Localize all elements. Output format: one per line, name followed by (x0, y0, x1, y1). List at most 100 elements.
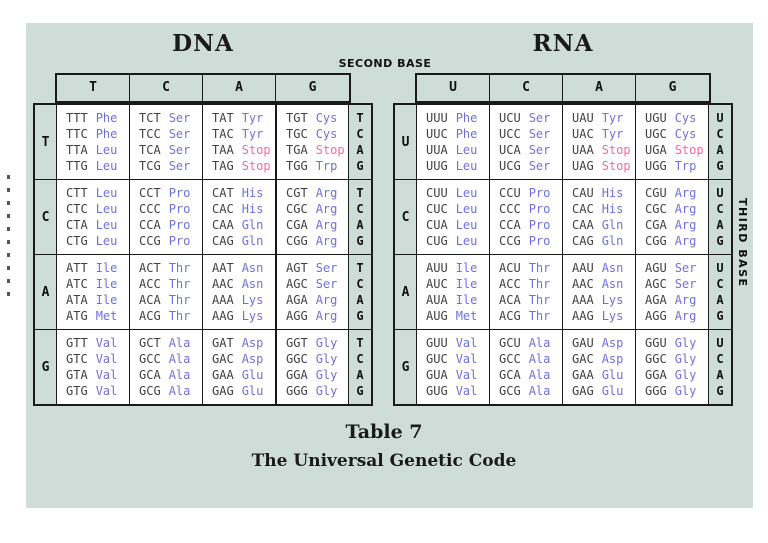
codon-triplet: GAG (212, 384, 234, 398)
amino-acid-label: Ile (455, 261, 478, 275)
codon-triplet: UUU (426, 111, 448, 125)
amino-acid-label: Val (95, 352, 118, 366)
codon-triplet: AUA (426, 293, 448, 307)
amino-acid-label: Thr (528, 277, 551, 291)
codon-triplet: GGG (645, 384, 667, 398)
codon-triplet: CAA (572, 218, 594, 232)
third-base-letter: C (716, 202, 724, 216)
codon-triplet: UCC (499, 127, 521, 141)
amino-acid-label: Gln (601, 218, 624, 232)
amino-acid-label: Asp (601, 336, 624, 350)
codon-triplet: CAG (212, 234, 234, 248)
amino-acid-label: Glu (241, 384, 264, 398)
amino-acid-label: Stop (315, 143, 345, 157)
amino-acid-label: Arg (674, 186, 697, 200)
amino-acid-label: Ser (674, 277, 697, 291)
second-base-label: SECOND BASE (338, 57, 432, 70)
codon-triplet: ACT (139, 261, 161, 275)
codon-line: GAU Asp (572, 335, 635, 351)
codon-triplet: TGG (286, 159, 308, 173)
amino-acid-label: Leu (95, 186, 118, 200)
third-base-letter: T (356, 186, 364, 200)
codon-triplet: CAC (572, 202, 594, 216)
codon-triplet: TTT (66, 111, 88, 125)
amino-acid-label: Gly (315, 368, 338, 382)
codon-triplet: CCC (139, 202, 161, 216)
amino-acid-label: His (241, 202, 264, 216)
codon-triplet: CCG (499, 234, 521, 248)
amino-acid-label: Leu (95, 159, 118, 173)
third-base-letter: U (716, 261, 724, 275)
codon-triplet: TCT (139, 111, 161, 125)
amino-acid-label: Val (455, 368, 478, 382)
amino-acid-label: Ser (528, 159, 551, 173)
first-base-header-T: T (35, 105, 57, 180)
amino-acid-label: Ile (95, 277, 118, 291)
amino-acid-label: Ser (528, 111, 551, 125)
codon-triplet: ACG (139, 309, 161, 323)
codon-triplet: GCU (499, 336, 521, 350)
codon-triplet: AGC (645, 277, 667, 291)
third-base-letter: A (716, 143, 724, 157)
codon-triplet: CCC (499, 202, 521, 216)
codon-triplet: CUG (426, 234, 448, 248)
codon-triplet: CGG (286, 234, 308, 248)
amino-acid-label: Stop (674, 143, 704, 157)
codon-triplet: GGA (286, 368, 308, 382)
codon-triplet: GAC (212, 352, 234, 366)
table-caption-number: Table 7 (345, 421, 423, 443)
codon-triplet: GAU (572, 336, 594, 350)
amino-acid-label: Ala (528, 336, 551, 350)
codon-triplet: GAA (212, 368, 234, 382)
codon-line: CAA Gln (572, 217, 635, 233)
amino-acid-label: Cys (674, 111, 697, 125)
amino-acid-label: Lys (601, 293, 624, 307)
codon-triplet: AUU (426, 261, 448, 275)
codon-triplet: AAT (212, 261, 234, 275)
codon-triplet: UCU (499, 111, 521, 125)
codon-triplet: GAC (572, 352, 594, 366)
codon-triplet: GCG (499, 384, 521, 398)
codon-triplet: CGA (286, 218, 308, 232)
amino-acid-label: Ser (315, 261, 338, 275)
codon-triplet: GCC (499, 352, 521, 366)
third-base-letter: C (356, 127, 364, 141)
codon-triplet: ATC (66, 277, 88, 291)
codon-triplet: TGT (286, 111, 308, 125)
